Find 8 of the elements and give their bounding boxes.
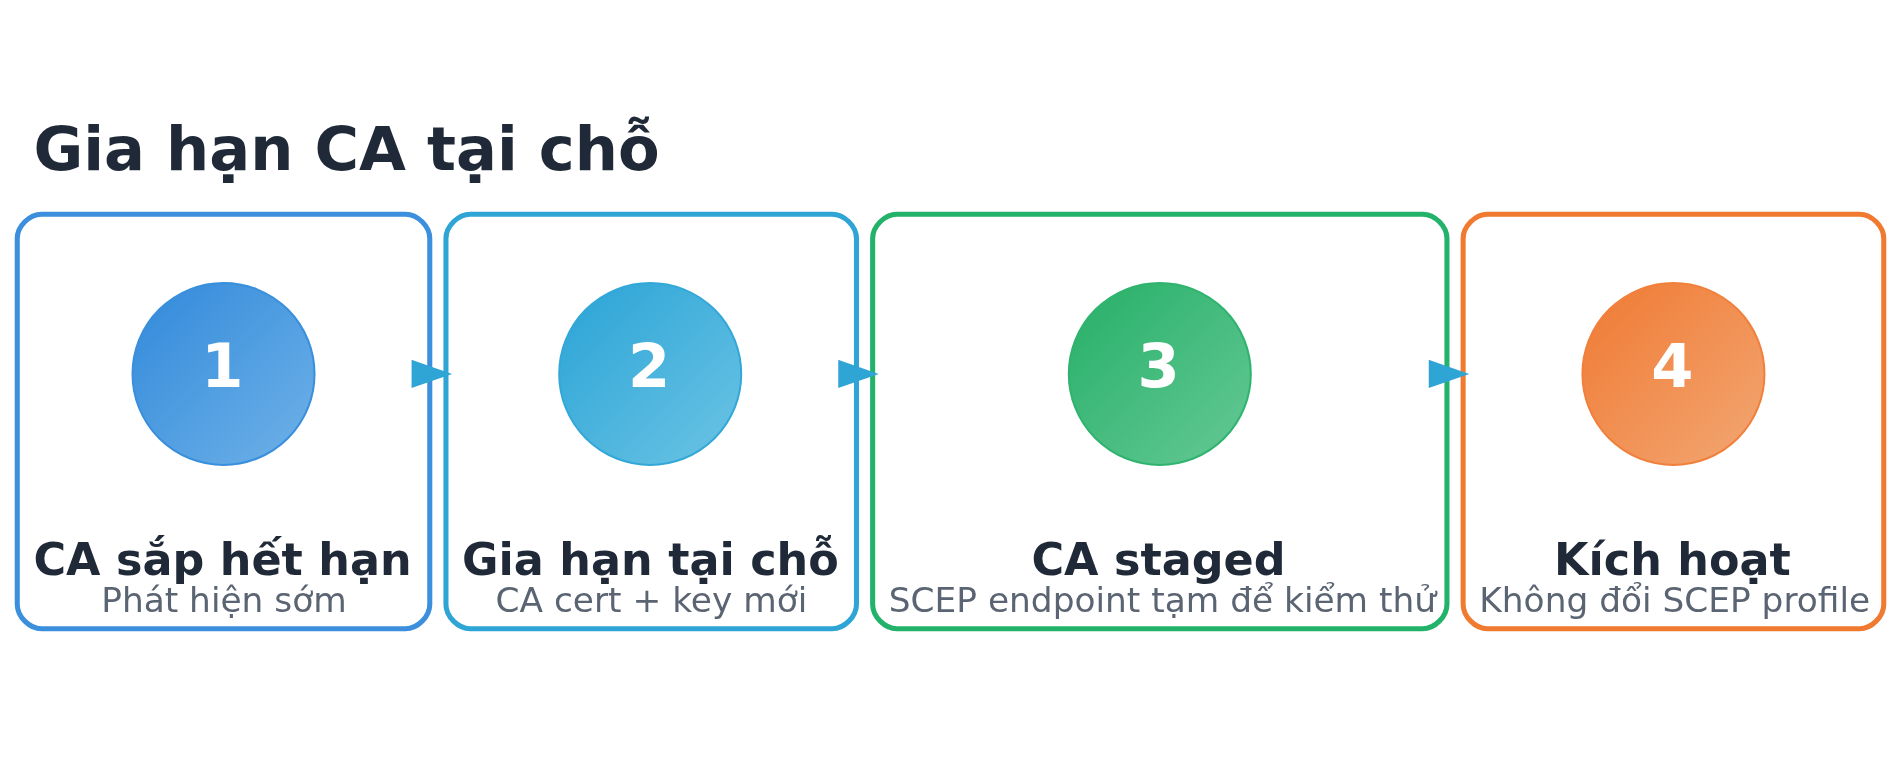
node-circle: 4 [1580, 281, 1765, 466]
node-circle: 2 [557, 281, 742, 466]
arrow [837, 359, 879, 389]
arrow [411, 359, 452, 389]
arrow [1428, 359, 1469, 389]
node-circle: 3 [1067, 281, 1252, 466]
diagram-title: Gia hạn CA tại chỗ [32, 113, 660, 184]
node-circle: 1 [131, 281, 315, 466]
